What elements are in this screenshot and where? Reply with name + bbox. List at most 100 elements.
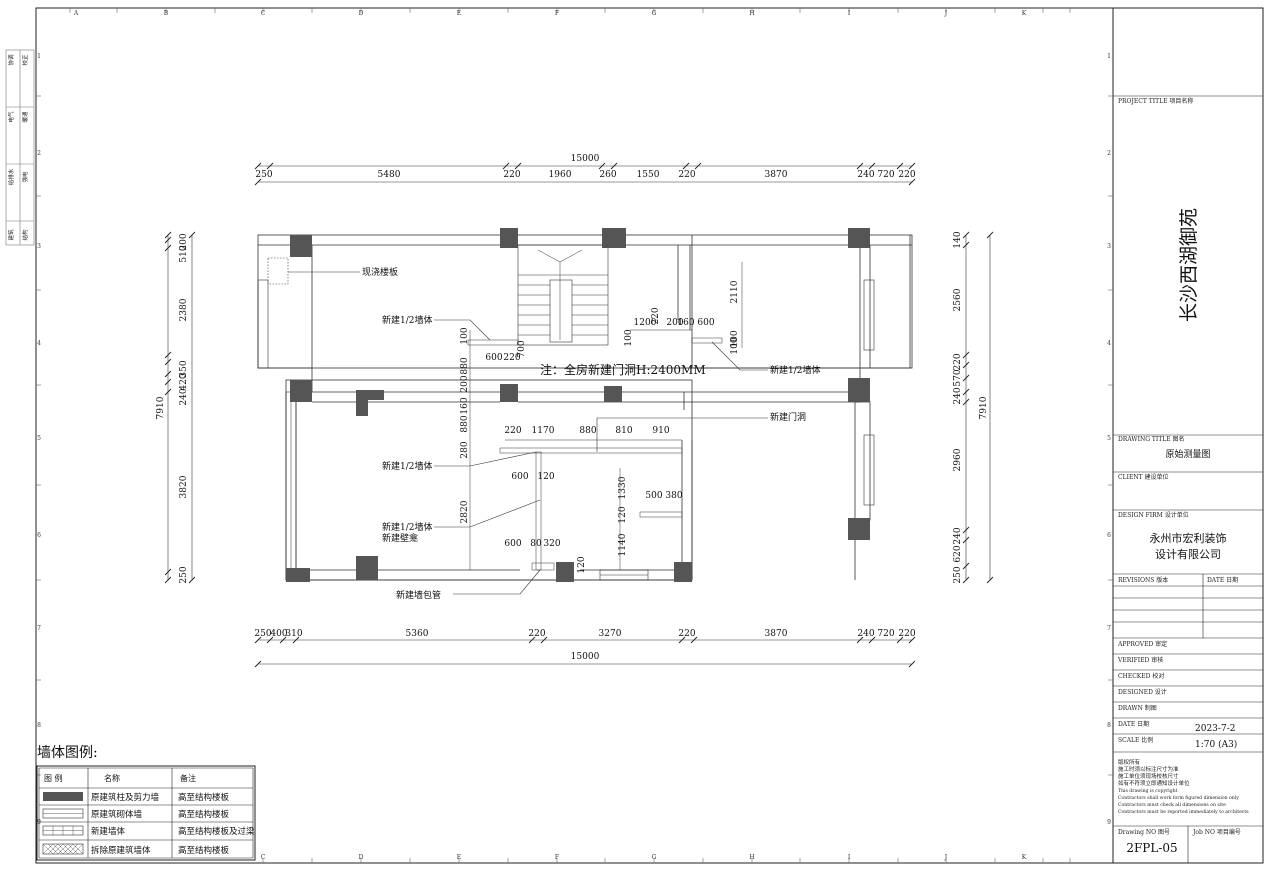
inner-dimensions: 100 600 220 700 880 160 880 280 2820 220… (460, 280, 740, 573)
strip-label: 强电 (21, 171, 29, 183)
legend-note: 高至结构楼板 (178, 809, 230, 820)
grid-label: J (944, 854, 948, 861)
grid-tick (682, 162, 690, 170)
dim-inner: 600 (504, 539, 521, 549)
grid-tick (856, 636, 864, 644)
note-line: Contractors shall work form figured dime… (1118, 795, 1239, 801)
checked-label: CHECKED 校对 (1118, 672, 1164, 680)
drawing-no: 2FPL-05 (1126, 841, 1177, 855)
dim-inner: 880 (460, 357, 470, 374)
legend-header: 名称 (104, 773, 120, 783)
legend-title: 墙体图例: (37, 745, 98, 761)
dim-top-total: 15000 (571, 154, 600, 164)
legend-header: 备注 (180, 773, 196, 783)
grid-label: 7 (1107, 625, 1111, 632)
dim-left-segment: 2380 (179, 298, 189, 321)
dim-left-segment: 250 (179, 566, 189, 583)
grid-tick (540, 636, 548, 644)
grid-tick (896, 636, 904, 644)
dim-bottom-segment: 250 (254, 629, 271, 639)
dim-bottom-segment: 5360 (406, 629, 429, 639)
dim-inner: 120 (618, 506, 628, 523)
grid-tick (868, 162, 876, 170)
dim-top-segment: 260 (599, 170, 616, 180)
grid-label: 6 (1107, 532, 1111, 539)
grid-tick (962, 241, 970, 249)
date-value: 2023-7-2 (1195, 724, 1235, 734)
dim-bottom-segment: 720 (877, 629, 894, 639)
sheet-frame (35, 7, 1264, 864)
dim-bottom-segment: 220 (528, 629, 545, 639)
title-notes: 版权所有 施工时须以标注尺寸为准 施工单位须现场校核尺寸 如有不符须立即通知设计… (1118, 758, 1249, 815)
dim-left-segment: 510 (179, 245, 189, 262)
annotation-pipe-wrap: 新建墙包管 (396, 589, 441, 601)
grid-tick (254, 660, 262, 668)
grid-tick (164, 236, 172, 244)
grid-label: 4 (1107, 340, 1111, 347)
grid-tick (164, 358, 172, 366)
grid-label: E (457, 10, 461, 17)
grid-label: G (652, 10, 657, 17)
dim-inner: 600 (697, 318, 714, 328)
note-line: 如有不符须立即通知设计单位 (1118, 779, 1190, 787)
legend-name: 拆除原建筑墙体 (91, 845, 151, 856)
grid-tick (908, 636, 916, 644)
grid-tick (164, 568, 172, 576)
legend-note: 高至结构楼板 (178, 792, 230, 803)
grid-tick (896, 162, 904, 170)
grid-label: 3 (1107, 243, 1111, 250)
dim-inner: 100 (460, 327, 470, 344)
dim-inner: 160 (460, 397, 470, 414)
annotation-note: 注：全房新建门洞H:2400MM (540, 362, 706, 377)
grid-tick (266, 636, 274, 644)
grid-tick (962, 374, 970, 382)
grid-tick (962, 576, 970, 584)
project-title-label: PROJECT TITLE 项目名称 (1118, 97, 1193, 105)
grid-label: K (1022, 10, 1027, 17)
dim-top-segment: 1550 (637, 170, 660, 180)
note-line: 施工时须以标注尺寸为准 (1118, 765, 1179, 773)
grid-label: 5 (37, 435, 41, 442)
job-no-label: Job NO 项目编号 (1192, 828, 1241, 836)
dim-inner: 810 (615, 426, 632, 436)
grid-label: C (261, 10, 266, 17)
grid-tick (254, 178, 262, 186)
grid-tick (962, 231, 970, 239)
drawing-title-label: DRAWING TITLE 图名 (1118, 435, 1185, 443)
annotation-new-half-wall: 新建1/2墙体 (770, 364, 821, 376)
design-firm-line2: 设计有限公司 (1155, 547, 1221, 561)
dim-right-segment: 240 (953, 387, 963, 404)
dim-right-segment: 240 (953, 527, 963, 544)
grid-tick (164, 370, 172, 378)
grid-label: I (848, 10, 851, 17)
dim-inner: 100 (624, 329, 634, 346)
grid-tick (986, 231, 994, 239)
dim-inner: 280 (460, 441, 470, 458)
annotation-new-cabinet: 新建壁龛 (382, 532, 418, 544)
legend-name: 新建墙体 (91, 826, 126, 837)
dim-inner: 220 (503, 353, 520, 363)
drawing-no-label: Drawing NO 图号 (1118, 829, 1170, 836)
grid-label: D (359, 10, 364, 17)
grid-tick (962, 526, 970, 534)
dim-inner: 1140 (618, 533, 628, 556)
legend-table (36, 765, 256, 861)
dim-right-segment: 2960 (953, 448, 963, 471)
dim-right-segment: 250 (953, 566, 963, 583)
grid-tick (164, 244, 172, 252)
annotation-new-half-wall: 新建1/2墙体 (382, 460, 433, 472)
dim-inner: 1330 (618, 476, 628, 499)
dim-top-segment: 250 (255, 170, 272, 180)
grid-label: I (848, 854, 851, 861)
grid-tick (164, 351, 172, 359)
dim-bottom-segment: 240 (857, 629, 874, 639)
columns (286, 228, 870, 582)
dim-inner: 220 (504, 426, 521, 436)
approved-label: APPROVED 审定 (1117, 640, 1167, 648)
verified-label: VERIFIED 审核 (1117, 656, 1163, 664)
scale-label: SCALE 比例 (1118, 736, 1153, 744)
grid-tick (528, 636, 536, 644)
dimension-lines (167, 165, 991, 665)
